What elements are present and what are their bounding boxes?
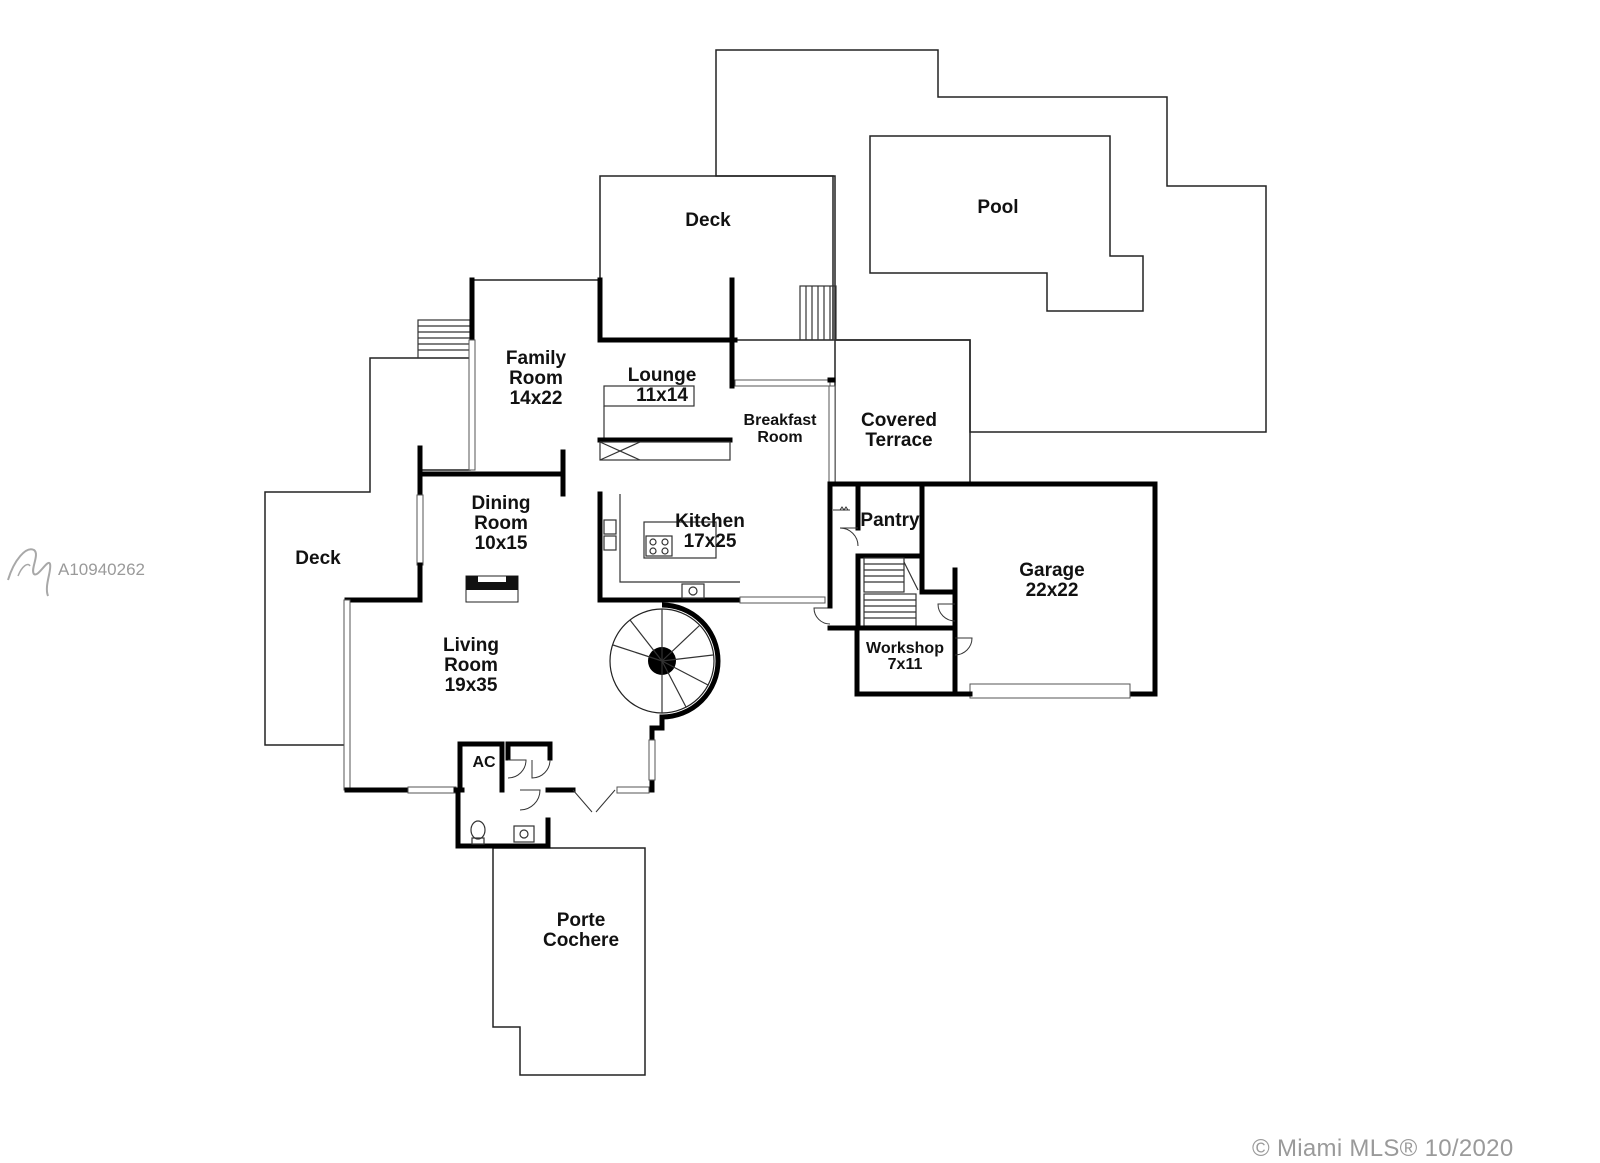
garage-door [969, 683, 1131, 699]
svg-text:Porte: Porte [557, 910, 606, 931]
spiral-staircase-icon [609, 602, 721, 720]
window [739, 596, 826, 604]
door-swing [519, 789, 541, 811]
svg-text:7x11: 7x11 [888, 656, 923, 673]
door-swing [954, 637, 973, 656]
svg-text:Deck: Deck [685, 210, 731, 231]
svg-text:22x22: 22x22 [1026, 580, 1079, 601]
svg-text:Dining: Dining [471, 493, 530, 514]
svg-text:Garage: Garage [1019, 560, 1084, 581]
sink-icon [603, 519, 617, 551]
stairs-icon [863, 557, 919, 627]
sink-icon [513, 825, 535, 843]
room-label-workshop: Workshop 7x11 [866, 640, 944, 673]
svg-text:Cochere: Cochere [543, 930, 619, 951]
toilet-icon [470, 820, 486, 845]
door-swing [813, 607, 831, 625]
copyright-watermark: © Miami MLS® 10/2020 [1252, 1135, 1514, 1162]
window [734, 379, 831, 387]
room-label-living-room: Living Room 19x35 [443, 635, 499, 696]
stairs-icon [417, 319, 471, 359]
svg-text:Pantry: Pantry [860, 510, 920, 531]
room-label-breakfast-room: Breakfast Room [744, 412, 818, 446]
closet-wall [505, 741, 553, 761]
svg-text:Room: Room [444, 655, 498, 676]
lounge-counter [603, 385, 695, 407]
room-label-porte-cochere: Porte Cochere [543, 910, 619, 951]
room-label-dining-room: Dining Room 10x15 [471, 493, 530, 554]
listing-id: A10940262 [58, 560, 145, 579]
kitchen-island [643, 521, 717, 559]
room-label-family-room: Family Room 14x22 [506, 348, 567, 409]
stove-icon [645, 535, 673, 557]
powder-room-wall [455, 787, 551, 849]
svg-text:Pool: Pool [977, 197, 1018, 218]
fireplace-icon [465, 575, 519, 603]
svg-text:Lounge: Lounge [628, 365, 697, 386]
svg-text:Terrace: Terrace [865, 430, 932, 451]
entry-door-swing [572, 789, 616, 813]
svg-text:AC: AC [472, 754, 496, 771]
svg-text:Deck: Deck [295, 548, 341, 569]
svg-text:Living: Living [443, 635, 499, 656]
svg-text:Family: Family [506, 348, 567, 369]
ac-closet-wall [457, 741, 505, 793]
door-swing [937, 603, 956, 622]
svg-text:14x22: 14x22 [510, 388, 563, 409]
window [407, 786, 457, 794]
svg-text:Workshop: Workshop [866, 640, 944, 657]
window [343, 599, 351, 791]
room-label-deck-top: Deck [685, 210, 731, 231]
svg-text:Breakfast: Breakfast [744, 412, 818, 429]
miami-mls-logo-icon [7, 548, 52, 597]
pantry-door-swing [839, 527, 859, 547]
room-label-deck-left: Deck [295, 548, 341, 569]
svg-text:Covered: Covered [861, 410, 937, 431]
svg-text:10x15: 10x15 [475, 533, 528, 554]
svg-text:11x14: 11x14 [636, 385, 688, 406]
window [416, 494, 424, 566]
svg-text:Room: Room [474, 513, 528, 534]
room-label-ac: AC [472, 754, 496, 771]
window [616, 786, 650, 794]
window [828, 385, 836, 483]
room-label-covered-terrace: Covered Terrace [861, 410, 937, 451]
room-label-lounge: Lounge 11x14 [628, 365, 697, 406]
room-label-kitchen: Kitchen 17x25 [675, 511, 745, 552]
sink-icon [681, 583, 705, 599]
room-label-pantry: Pantry [860, 510, 920, 531]
svg-text:Room: Room [757, 429, 802, 446]
room-label-garage: Garage 22x22 [1019, 560, 1084, 601]
svg-text:Room: Room [509, 368, 563, 389]
door-swing [833, 506, 850, 511]
door-swing [531, 759, 551, 779]
window [648, 739, 656, 781]
svg-text:19x35: 19x35 [445, 675, 498, 696]
pool-outline [869, 135, 1144, 312]
pool-deck-outline [715, 49, 1267, 433]
room-label-pool: Pool [977, 197, 1018, 218]
window [468, 339, 476, 471]
deck-top-outline [599, 175, 834, 341]
svg-text:Kitchen: Kitchen [675, 511, 745, 532]
stairs-icon [799, 285, 837, 341]
kitchen-counter [619, 494, 740, 583]
door-swing [507, 759, 527, 779]
porte-cochere-outline [492, 847, 646, 1076]
svg-text:17x25: 17x25 [684, 531, 737, 552]
